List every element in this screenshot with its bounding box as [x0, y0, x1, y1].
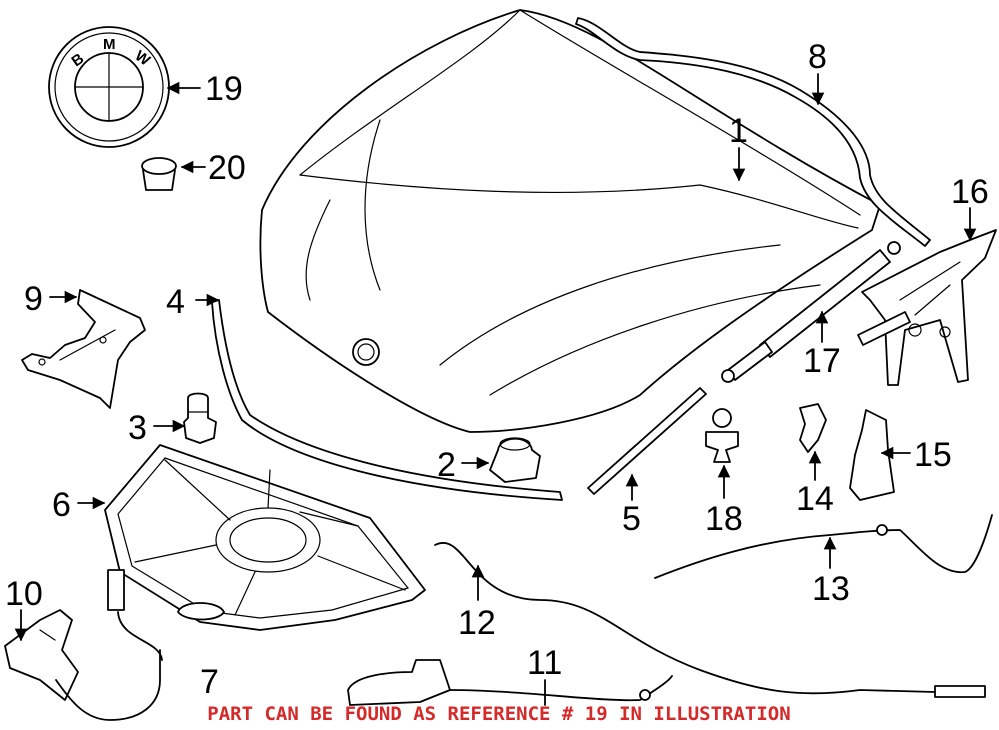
front-seal — [211, 299, 563, 501]
release-cable-12 — [434, 542, 936, 695]
hood-seal-strip — [575, 17, 931, 247]
leader-arrows — [14, 73, 977, 706]
callout-4: 4 — [166, 283, 185, 321]
callout-14: 14 — [796, 480, 834, 518]
side-seal-strip — [587, 387, 707, 495]
mounting-bracket — [21, 289, 146, 409]
callout-8: 8 — [808, 38, 827, 76]
callout-12: 12 — [458, 604, 496, 642]
callout-6: 6 — [52, 486, 71, 524]
callout-18: 18 — [705, 500, 743, 538]
callout-20: 20 — [208, 149, 246, 187]
callout-2: 2 — [437, 446, 456, 484]
callout-11: 11 — [527, 644, 562, 682]
hood-hinge — [857, 229, 997, 386]
callout-16: 16 — [951, 173, 989, 211]
small-bracket-14 — [799, 403, 827, 453]
callout-10: 10 — [5, 575, 43, 613]
cable-end-12 — [934, 685, 986, 698]
gas-strut — [721, 241, 901, 383]
hood-clip-3 — [183, 392, 217, 444]
callout-7: 7 — [200, 663, 219, 701]
callout-labels: 19 20 1 8 16 4 9 3 2 17 5 18 14 15 6 10 … — [5, 38, 989, 701]
callout-5: 5 — [622, 500, 641, 538]
emblem-letter-m: M — [103, 36, 116, 53]
callout-3: 3 — [128, 409, 147, 447]
insulation-pad — [104, 444, 426, 631]
release-handle — [347, 659, 673, 706]
callout-17: 17 — [803, 342, 841, 380]
hood-buffer-2 — [489, 437, 541, 483]
grommet-20 — [141, 157, 177, 191]
callout-13: 13 — [812, 570, 850, 608]
release-cable-13 — [654, 514, 993, 579]
callout-9: 9 — [24, 280, 43, 318]
hood-panel — [259, 9, 881, 433]
bracket-15 — [849, 409, 895, 501]
reference-notice: PART CAN BE FOUND AS REFERENCE # 19 IN I… — [207, 703, 790, 725]
cap-7 — [177, 602, 225, 621]
callout-1: 1 — [729, 112, 748, 150]
callout-19: 19 — [205, 70, 243, 108]
hood-pin-18 — [705, 408, 739, 463]
callout-15: 15 — [914, 436, 952, 474]
bmw-emblem: B M W — [48, 26, 170, 148]
